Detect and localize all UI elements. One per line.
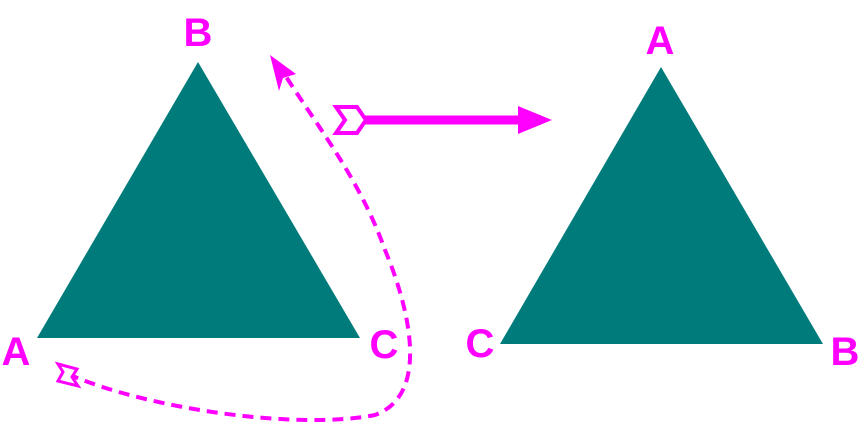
rotated-right-label: B [831,330,860,374]
dashed-curved-arrow-icon [54,55,413,423]
rotated-triangle [500,67,823,344]
original-top-label: B [184,11,213,55]
transform-arrowhead [518,106,552,134]
rotation-fletching [54,361,82,389]
rotated-top-label: A [646,19,675,63]
original-right-label: C [370,323,399,367]
rotation-arrowhead [270,55,296,91]
rotated-triangle-group: A C B [466,19,860,374]
rotated-left-label: C [466,322,495,366]
right-arrow-icon [332,105,552,135]
original-left-label: A [2,330,31,374]
transform-fletching [332,105,369,135]
original-triangle [37,62,360,338]
original-triangle-group: B A C [2,11,399,374]
